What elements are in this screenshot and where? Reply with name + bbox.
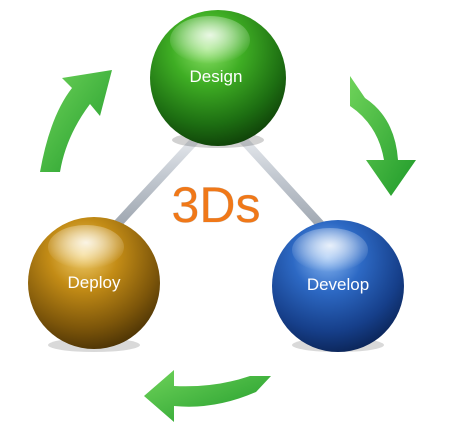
node-label: Deploy (68, 273, 121, 292)
node-deploy: Deploy (28, 217, 160, 352)
curved-arrow-icon (144, 370, 271, 422)
node-design: Design (150, 10, 286, 148)
node-label: Develop (307, 275, 369, 294)
center-title: 3Ds (172, 177, 261, 233)
curved-arrow-icon (40, 70, 112, 172)
node-label: Design (190, 67, 243, 86)
node-develop: Develop (272, 220, 404, 352)
cycle-arrows (40, 70, 416, 422)
curved-arrow-icon (350, 76, 416, 196)
